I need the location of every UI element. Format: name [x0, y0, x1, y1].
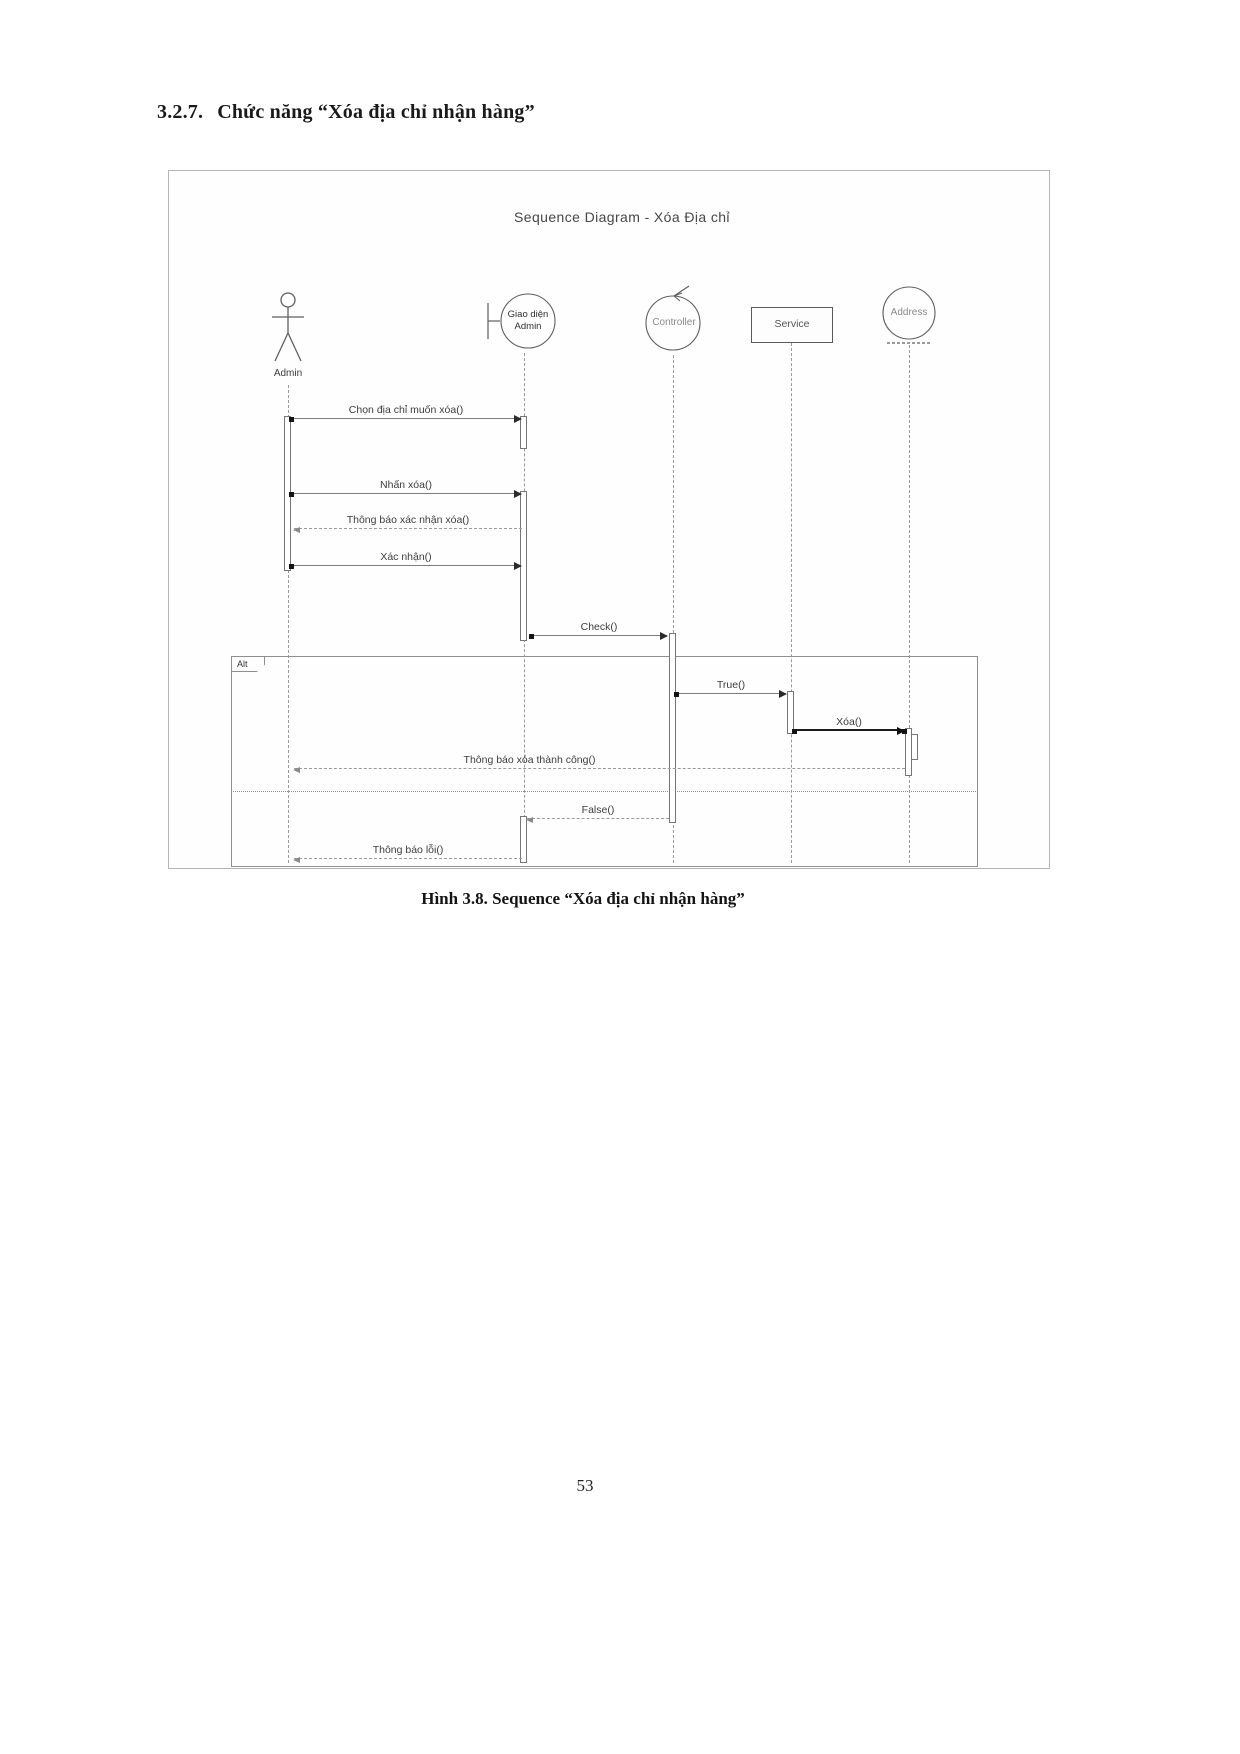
alt-frame-label: Alt	[231, 656, 265, 672]
participant-controller-label: Controller	[652, 317, 696, 328]
message-thong-bao-xac-nhan: Thông báo xác nhận xóa()	[293, 511, 522, 533]
message-line	[294, 858, 522, 859]
diagram-title: Sequence Diagram - Xóa Địa chỉ	[514, 209, 730, 225]
activation-giaodien-1	[520, 416, 527, 449]
message-origin-marker	[529, 634, 534, 639]
section-title: Chức năng “Xóa địa chỉ nhận hàng”	[217, 101, 535, 123]
message-xac-nhan: Xác nhận()	[289, 548, 522, 570]
participant-controller	[643, 283, 705, 358]
activation-giaodien-3	[520, 816, 527, 863]
message-label: Check()	[580, 621, 618, 633]
lifeline-service	[791, 343, 792, 863]
arrowhead-left-icon	[293, 527, 300, 533]
lifeline-controller	[673, 355, 674, 863]
message-line	[291, 565, 521, 566]
message-false: False()	[526, 801, 669, 823]
actor-icon	[272, 292, 304, 362]
boundary-icon	[487, 293, 556, 349]
message-thong-bao-thanh-cong: Thông báo xóa thành công()	[293, 751, 905, 773]
giaodien-label-line1: Giao diện	[507, 309, 549, 320]
message-label: Thông báo xóa thành công()	[463, 754, 596, 766]
section-heading: 3.2.7. Chức năng “Xóa địa chỉ nhận hàng”	[157, 101, 535, 124]
activation-service	[787, 691, 794, 734]
participant-service: Service	[751, 307, 833, 343]
arrowhead-right-icon	[514, 490, 522, 498]
arrowhead-right-icon	[514, 415, 522, 423]
entity-icon	[882, 286, 936, 344]
arrowhead-left-icon	[293, 857, 300, 863]
participant-giaodien-label: Giao diện Admin	[498, 309, 558, 333]
message-line	[291, 418, 521, 419]
activation-controller	[669, 633, 676, 823]
figure-frame: Sequence Diagram - Xóa Địa chỉ Admin	[168, 170, 1050, 869]
message-line	[527, 818, 669, 819]
message-origin-marker	[674, 692, 679, 697]
message-line	[794, 729, 904, 731]
arrowhead-right-icon	[514, 562, 522, 570]
message-label: Thông báo lỗi()	[372, 844, 444, 856]
participant-address	[881, 283, 937, 352]
arrowhead-left-icon	[526, 817, 533, 823]
message-line	[294, 768, 905, 769]
message-label: Nhấn xóa()	[380, 479, 432, 491]
control-icon	[645, 285, 701, 351]
arrowhead-right-icon	[897, 727, 905, 735]
arrowhead-right-icon	[660, 632, 668, 640]
message-nhan-xoa: Nhấn xóa()	[289, 476, 522, 498]
section-number: 3.2.7.	[157, 101, 204, 123]
lifeline-admin	[288, 385, 289, 863]
message-thong-bao-loi: Thông báo lỗi()	[293, 841, 522, 863]
page-number: 53	[576, 1476, 594, 1495]
message-label: False()	[581, 804, 615, 816]
message-label: True()	[716, 679, 746, 691]
message-origin-marker	[289, 492, 294, 497]
message-line	[291, 493, 521, 494]
arrowhead-right-icon	[779, 690, 787, 698]
message-label: Xác nhận()	[380, 551, 432, 563]
alt-frame-divider	[231, 791, 976, 792]
participant-address-label: Address	[890, 307, 928, 318]
message-chon-dia-chi: Chọn địa chỉ muốn xóa()	[289, 401, 522, 423]
message-check: Check()	[529, 618, 668, 640]
message-label: Chọn địa chỉ muốn xóa()	[348, 404, 464, 416]
activation-address-nested	[911, 734, 918, 760]
participant-admin-label: Admin	[273, 368, 303, 379]
arrowhead-left-icon	[293, 767, 300, 773]
figure-caption: Hình 3.8. Sequence “Xóa địa chỉ nhận hàn…	[421, 889, 745, 908]
lifeline-address	[909, 345, 910, 863]
message-line	[531, 635, 667, 636]
participant-giaodien	[480, 289, 560, 358]
message-line	[676, 693, 786, 694]
participant-admin	[268, 291, 308, 370]
giaodien-label-line2: Admin	[514, 321, 542, 332]
message-origin-marker	[289, 417, 294, 422]
message-line	[294, 528, 522, 529]
alt-frame: Alt	[231, 656, 978, 867]
message-xoa: Xóa()	[792, 713, 907, 735]
message-label: Thông báo xác nhận xóa()	[346, 514, 470, 526]
message-true: True()	[674, 676, 787, 698]
message-origin-marker	[792, 729, 797, 734]
message-origin-marker	[289, 564, 294, 569]
message-label: Xóa()	[836, 716, 862, 728]
